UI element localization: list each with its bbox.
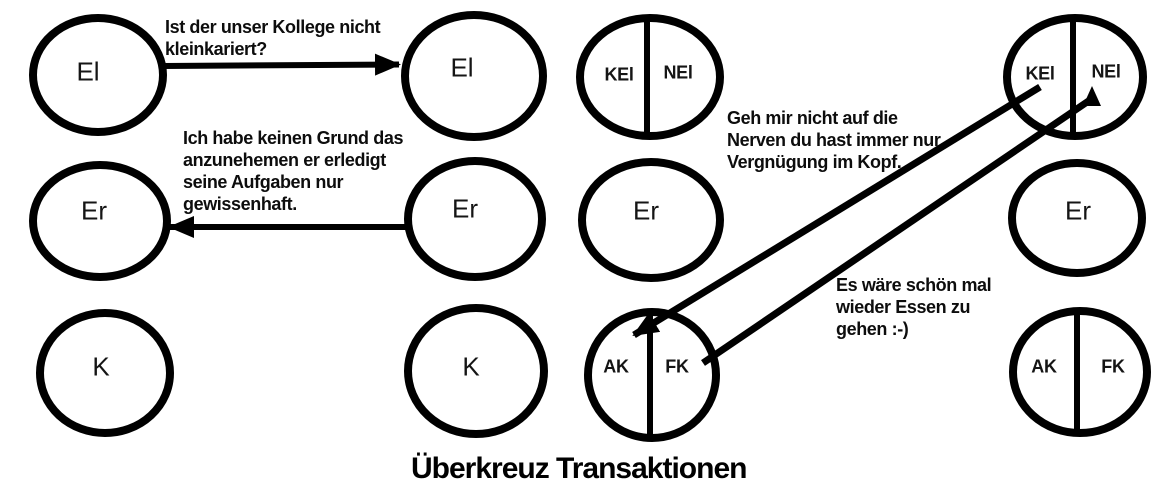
ego-label-b1-adult: Er — [452, 193, 478, 224]
ego-circle-a1-adult — [29, 161, 171, 281]
diagram-title: Überkreuz Transaktionen — [411, 452, 747, 485]
response-text-left: Ich habe keinen Grund das anzunehemen er… — [183, 128, 404, 214]
ego-circle-a2-adult — [578, 158, 724, 282]
ego-label-a2-child-free: FK — [665, 356, 689, 377]
ego-circle-b2-adult — [1008, 159, 1146, 277]
ego-circle-b2-child — [1009, 307, 1151, 437]
ego-label-a1-adult: Er — [81, 195, 107, 226]
ego-label-b2-adult: Er — [1065, 195, 1091, 226]
arrow-stimulus-left — [163, 53, 401, 76]
stimulus-text-right: Es wäre schön mal wieder Essen zu gehen … — [836, 275, 992, 339]
ego-circle-b1-child — [404, 304, 548, 438]
ego-label-b1-child: K — [462, 351, 480, 382]
response-text-right: Geh mir nicht auf die Nerven du hast imm… — [727, 108, 941, 172]
ego-label-a2-child-adapted: AK — [603, 356, 629, 377]
arrow-response-right — [632, 84, 1042, 338]
ego-circle-a1-child — [36, 309, 174, 437]
ego-circle-a2-child — [584, 308, 720, 442]
ego-label-b1-parent: El — [450, 52, 474, 83]
ego-label-b2-child-adapted: AK — [1031, 356, 1057, 377]
up-arrowhead-icon — [1083, 86, 1101, 106]
arrow-stimulus-right — [701, 97, 1092, 366]
ego-label-b2-parent-critical: KEl — [1025, 63, 1055, 84]
ego-label-a1-child: K — [92, 351, 110, 382]
ego-circle-b1-parent — [401, 11, 547, 141]
ego-label-a2-adult: Er — [633, 195, 659, 226]
ego-label-b2-child-free: FK — [1101, 356, 1125, 377]
ego-circle-a2-parent — [576, 14, 724, 140]
ego-label-a1-parent: El — [76, 56, 100, 87]
ego-circle-b2-parent — [1003, 14, 1147, 140]
stimulus-text-left: Ist der unser Kollege nicht kleinkariert… — [165, 17, 381, 59]
ego-label-b2-parent-nurturing: NEl — [1091, 61, 1121, 82]
ego-circle-a1-parent — [29, 14, 167, 136]
ego-circle-b1-adult — [404, 157, 546, 281]
ego-label-a2-parent-nurturing: NEl — [663, 62, 693, 83]
ego-label-a2-parent-critical: KEl — [604, 64, 634, 85]
